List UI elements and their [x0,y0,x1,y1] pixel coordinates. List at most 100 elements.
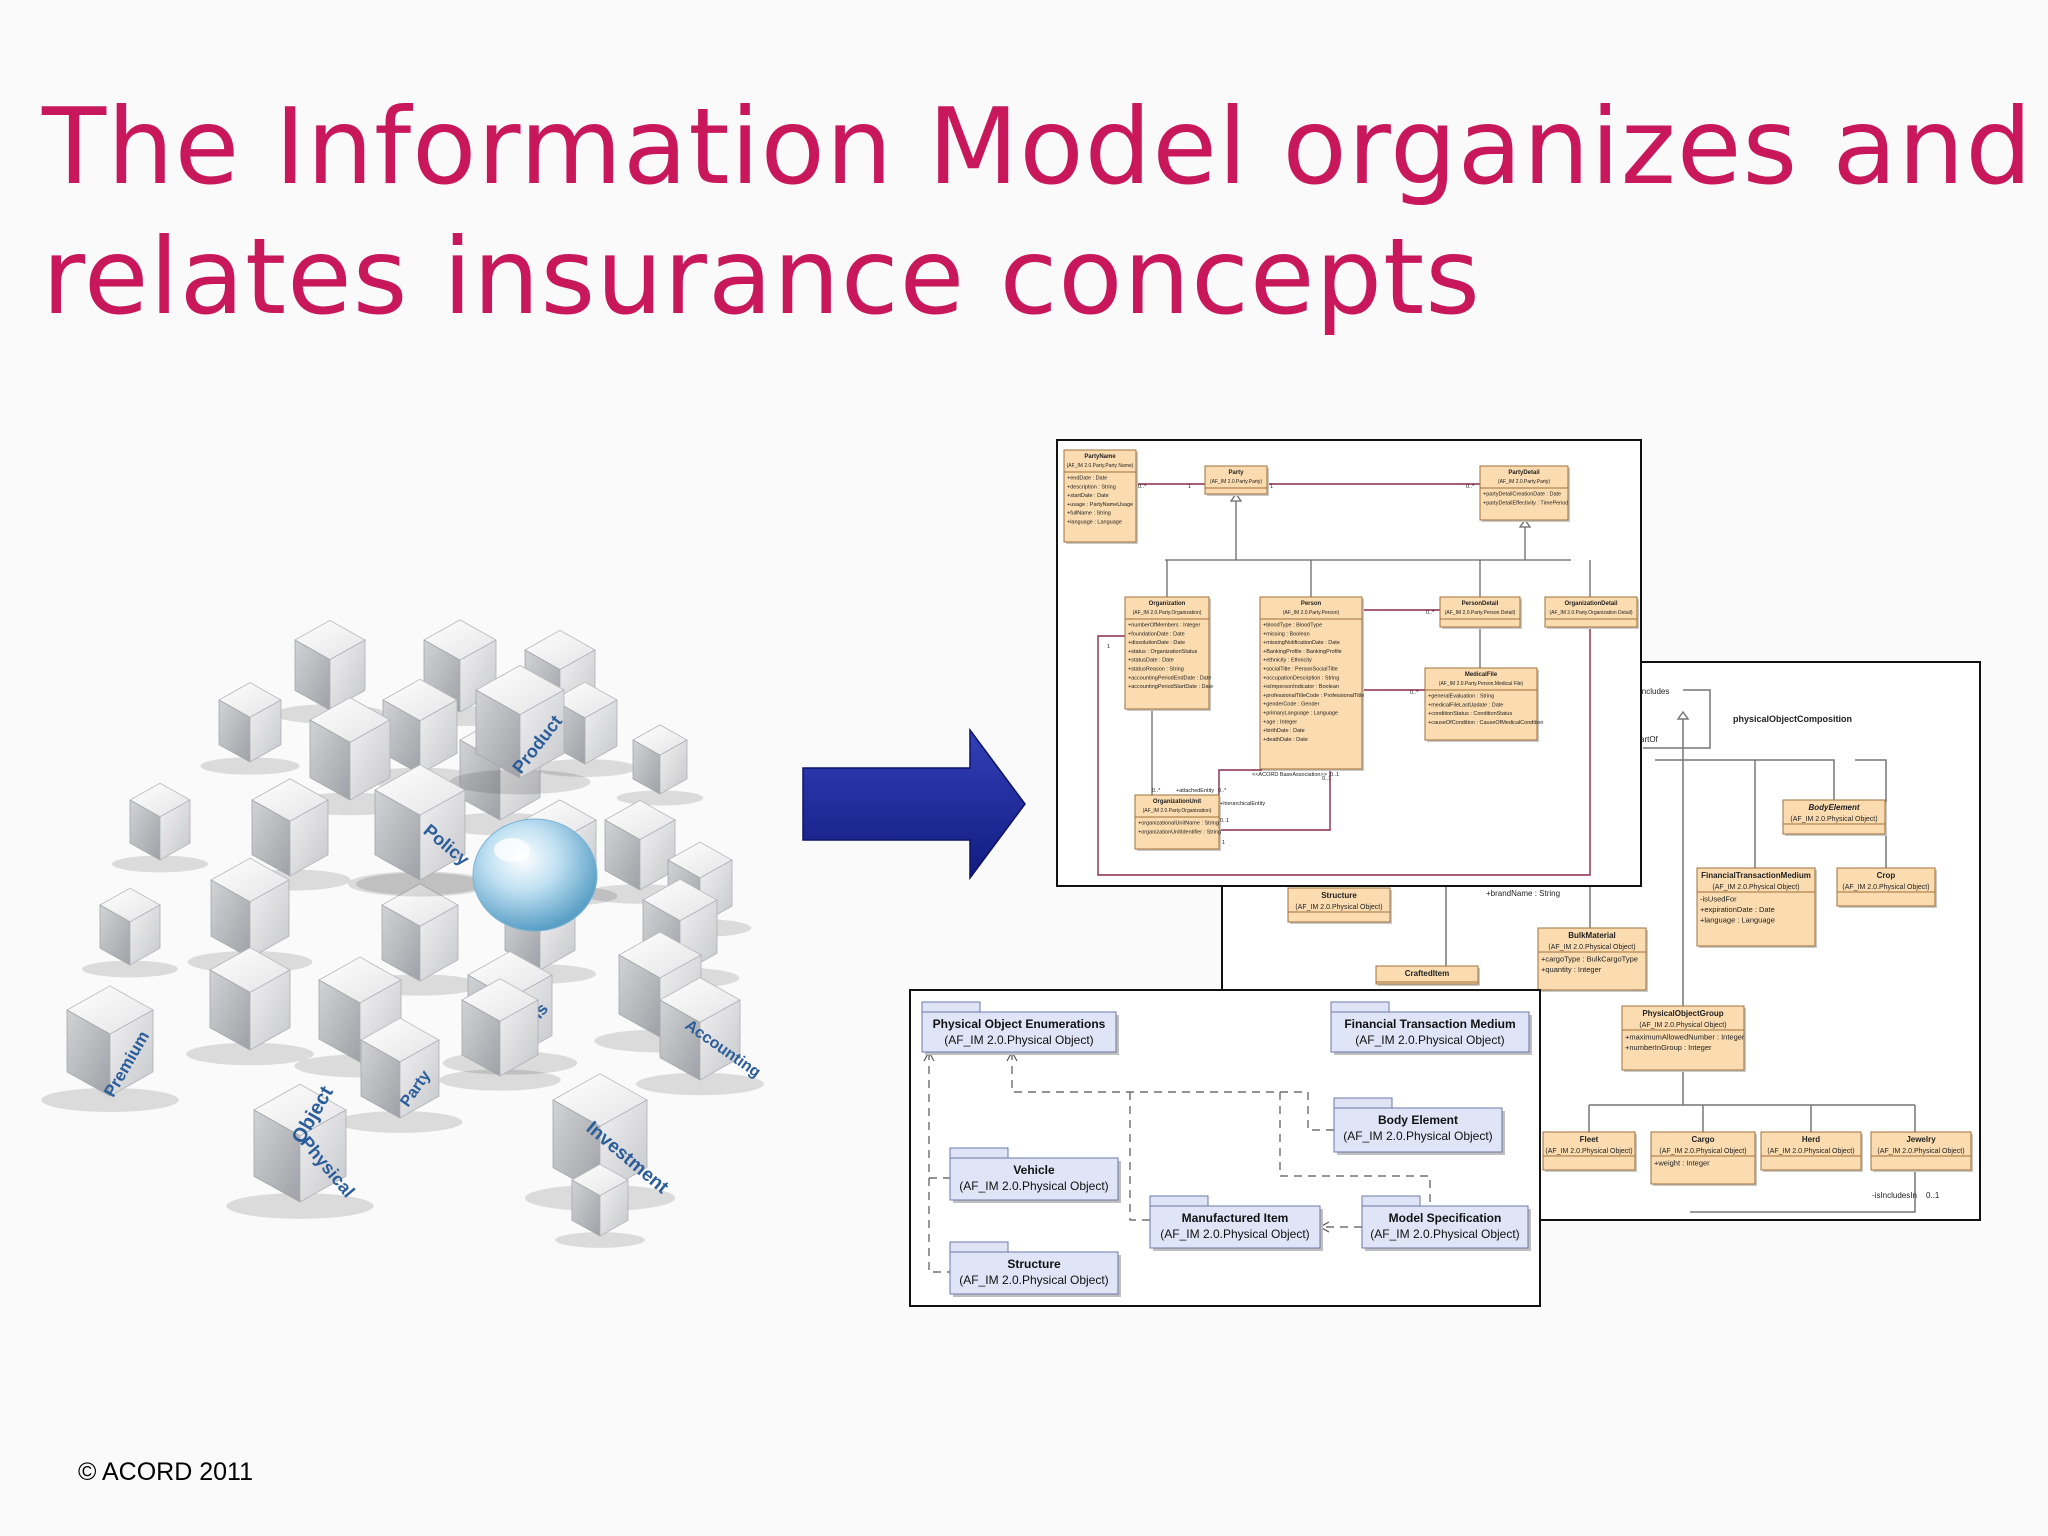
uml-class-attribute: +expirationDate : Date [1700,905,1775,914]
uml-class-attribute: +birthDate : Date [1263,728,1305,734]
uml-multiplicity-label: 0..* [1218,788,1227,794]
uml-package-name: Manufactured Item [1182,1211,1289,1225]
uml-class-name: OrganizationDetail [1564,601,1617,607]
uml-class-attribute: +statusDate : Date [1128,658,1174,664]
uml-class-name: Organization [1149,601,1186,607]
cube: Product [449,664,591,795]
uml-multiplicity-label: 0..1 [1220,818,1229,824]
uml-class-financialtransactionmedium: FinancialTransactionMedium(AF_IM 2.0.Phy… [1696,867,1817,948]
uml-class-name: Party [1228,470,1244,476]
uml-class-name: Fleet [1580,1135,1599,1144]
uml-class-name: CraftedItem [1405,969,1449,978]
uml-multiplicity-label: 1 [1222,840,1225,846]
uml-class-attribute: +BankingProfile : BankingProfile [1263,649,1342,655]
cube: Premium [41,985,179,1113]
uml-class-stereotype: (AF_IM 2.0.Physical Object) [1877,1148,1964,1155]
uml-class-attribute: +causeOfCondition : CauseOfMedicalCondit… [1428,720,1543,726]
uml-package-stereotype: (AF_IM 2.0.Physical Object) [1343,1129,1492,1143]
uml-class-crafteditem: CraftedItem [1375,965,1480,986]
uml-class-attribute: +maximumAllowedNumber : Integer [1625,1033,1745,1042]
uml-class-organizationdetail: OrganizationDetail(AF_IM 2.0.Party.Organ… [1544,596,1639,629]
uml-package-stereotype: (AF_IM 2.0.Physical Object) [959,1273,1108,1287]
uml-class-attribute: +endDate : Date [1067,476,1107,482]
uml-package-stereotype: (AF_IM 2.0.Physical Object) [944,1033,1093,1047]
uml-class-stereotype: (AF_IM 2.0.Party.Person.Medical File) [1439,681,1524,687]
slide-title: The Information Model organizes and rela… [42,82,2032,342]
uml-class-name: FinancialTransactionMedium [1701,871,1811,880]
uml-class-stereotype: (AF_IM 2.0.Physical Object) [1842,884,1929,891]
uml-package-name: Structure [1007,1257,1061,1271]
uml-package-name: Physical Object Enumerations [933,1017,1106,1031]
uml-class-attribute: -isUsedFor [1700,895,1737,904]
uml-class-structure: Structure(AF_IM 2.0.Physical Object) [1287,887,1392,924]
uml-class-party: Party (AF_IM 2.0.Party.Party) [1204,465,1269,496]
uml-multiplicity-label: 1 [1270,484,1273,490]
uml-class-stereotype: (AF_IM 2.0.Party.Party) [1210,479,1262,485]
uml-back-label: -isIncludesIn [1872,1191,1917,1200]
uml-multiplicity-label: 0..1 [1330,772,1339,778]
uml-class-organization: Organization(AF_IM 2.0.Party.Organizatio… [1124,596,1213,711]
uml-package-name: Vehicle [1013,1163,1055,1177]
uml-multiplicity-label: +hierarchicalEntity [1220,801,1265,807]
uml-package-structure: Structure (AF_IM 2.0.Physical Object) [949,1241,1121,1297]
uml-class-attribute: +fullName : String [1067,511,1111,517]
cube [229,778,351,891]
uml-package-vehicle: Vehicle(AF_IM 2.0.Physical Object) [949,1147,1121,1203]
uml-class-attribute: +partyDetailCreationDate : Date [1483,492,1561,498]
uml-class-attribute: +quantity : Integer [1541,965,1602,974]
back-diagram-connectors [1445,689,1916,1213]
uml-package-manufactured-item: Manufactured Item (AF_IM 2.0.Physical Obj… [1149,1195,1323,1251]
uml-class-attribute: +deathDate : Date [1263,737,1308,743]
uml-multiplicity-label: 0..1 [1322,776,1331,782]
uml-class-attribute: +partyDetailEffectivity : TimePeriod [1483,500,1568,506]
uml-multiplicity-label: 0..* [1138,484,1147,490]
cube: Party [337,1017,463,1133]
uml-class-stereotype: (AF_IM 2.0.Physical Object) [1548,944,1635,951]
uml-class-stereotype: (AF_IM 2.0.Party.Party Name) [1067,463,1134,469]
uml-multiplicity-label: 0..* [1466,484,1475,490]
uml-class-herd: Herd(AF_IM 2.0.Physical Object) [1760,1131,1863,1172]
uml-class-attribute: +accountingPeriodEndDate : Date [1128,675,1211,681]
uml-class-attribute: +status : OrganizationStatus [1128,649,1197,655]
uml-multiplicity-label: 0..* [1426,610,1435,616]
uml-class-jewelry: Jewelry (AF_IM 2.0.Physical Object) [1870,1131,1973,1172]
uml-class-bodyelement: BodyElement(AF_IM 2.0.Physical Object) [1782,799,1887,836]
uml-class-attribute: +isImpersonIndicator : Boolean [1263,684,1339,690]
uml-class-attribute: +medicalFileLastUpdate : Date [1428,702,1503,708]
uml-package-financial-transaction-medium: Financial Transaction Medium(AF_IM 2.0.P… [1330,1001,1532,1055]
uml-class-stereotype: (AF_IM 2.0.Party.Person) [1283,610,1340,616]
uml-class-attribute: +age : Integer [1263,719,1297,725]
uml-class-attribute: +foundationDate : Date [1128,631,1185,637]
uml-multiplicity-label: 0..* [1410,690,1419,696]
uml-class-attribute: +ethnicity : Ethnicity [1263,658,1312,664]
uml-class-name: PersonDetail [1462,601,1499,607]
front-diagram-associations [1097,483,1591,876]
uml-class-stereotype: (AF_IM 2.0.Physical Object) [1545,1148,1632,1155]
uml-class-physicalobjectgroup: PhysicalObjectGroup(AF_IM 2.0.Physical O… [1621,1005,1746,1072]
uml-class-name: Cargo [1691,1135,1714,1144]
uml-class-bulkmaterial: BulkMaterial(AF_IM 2.0.Physical Object)+… [1537,927,1648,992]
uml-class-stereotype: (AF_IM 2.0.Party.Person Detail) [1445,610,1516,616]
uml-class-name: Crop [1877,871,1896,880]
uml-class-partydetail: PartyDetail(AF_IM 2.0.Party.Party)+party… [1479,465,1570,522]
uml-multiplicity-label: 1 [1188,484,1191,490]
uml-class-attribute: +missingNotificationDate : Date [1263,640,1340,646]
uml-class-attribute: +genderCode : Gender [1263,702,1320,708]
uml-package-body-element: Body Element(AF_IM 2.0.Physical Object) [1333,1097,1505,1155]
uml-class-attribute: +generalEvaluation : String [1428,694,1494,700]
uml-package-stereotype: (AF_IM 2.0.Physical Object) [1355,1033,1504,1047]
uml-class-attribute: +occupationDescription : String [1263,675,1339,681]
uml-class-name: Jewelry [1906,1135,1936,1144]
uml-back-label: 0..1 [1926,1191,1940,1200]
uml-package-model-specification: Model Specification(AF_IM 2.0.Physical O… [1361,1195,1531,1251]
back-diagram: BodyElement(AF_IM 2.0.Physical Object) Fi… [1287,687,1973,1200]
uml-class-attribute: +socialTitle : PersonSocialTitle [1263,667,1338,673]
uml-package-stereotype: (AF_IM 2.0.Physical Object) [1160,1227,1309,1241]
uml-class-cargo: Cargo(AF_IM 2.0.Physical Object)+weight … [1650,1131,1757,1186]
uml-class-name: PartyDetail [1508,470,1540,476]
uml-class-name: OrganizationUnit [1153,799,1201,805]
uml-class-attribute: +numberInGroup : Integer [1625,1043,1712,1052]
uml-multiplicity-label: +attachedEntity [1176,788,1214,794]
uml-class-name: PartyName [1084,454,1116,460]
